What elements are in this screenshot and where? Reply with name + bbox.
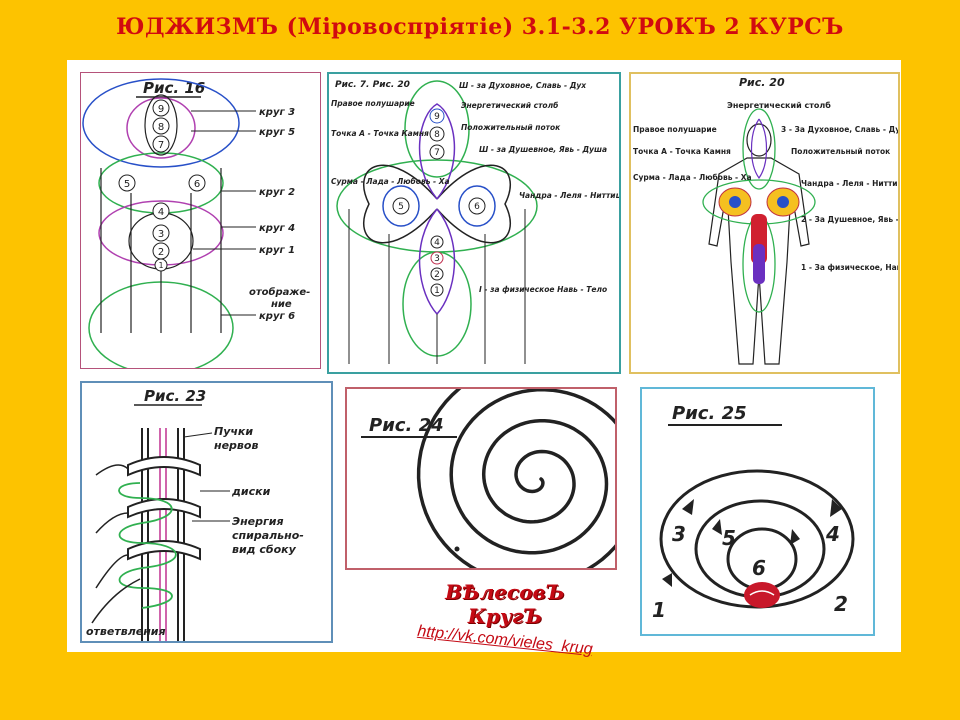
fig20-label: Сурма - Лада - Любовь - Ха (633, 173, 752, 182)
figure-16-drawing: Рис. 16 9 8 7 5 6 4 3 2 1 (82, 78, 310, 368)
fig16-label: круг 4 (259, 223, 295, 234)
fig25-number: 3 (672, 522, 686, 546)
fig20-label: 2 - За Душевное, Явь - Душа (801, 215, 898, 224)
slide-title: ЮДЖИЗМЪ (Мiровоспрiятiе) 3.1-3.2 УРОКЪ 2… (116, 14, 844, 40)
figure-16-caption: Рис. 16 (143, 79, 205, 97)
fig16-label: круг 1 (259, 245, 295, 256)
fig21-number: 7 (434, 148, 440, 158)
figure-21-panel: Рис. 7. Рис. 20 9 8 7 5 6 4 3 2 (327, 72, 621, 374)
fig21-number: 8 (434, 130, 440, 140)
fig16-number: 8 (158, 122, 164, 133)
fig16-number: 4 (158, 207, 164, 218)
fig23-label: ответвления (86, 625, 166, 638)
fig21-number: 4 (434, 238, 440, 248)
fig16-label: ние (271, 299, 292, 310)
fig21-number: 9 (434, 112, 440, 122)
fig25-number: 2 (834, 592, 848, 616)
fig21-label: Точка А - Точка Камня (331, 129, 429, 138)
fig25-number: 1 (652, 598, 666, 622)
figure-20-panel: Рис. 20 Энергетический столб Правое полу… (629, 72, 900, 374)
figure-23-caption: Рис. 23 (144, 387, 206, 405)
fig21-number: 6 (474, 202, 480, 212)
fig25-number: 4 (825, 522, 840, 546)
fig16-label: круг 6 (259, 311, 295, 322)
fig16-label: круг 2 (259, 187, 295, 198)
fig23-label: Пучки (214, 425, 253, 438)
fig16-number: 7 (158, 140, 164, 151)
fig16-label: круг 3 (259, 107, 295, 118)
figure-23-drawing: Рис. 23 Пучки (86, 387, 304, 641)
fig21-label: I - за физическое Навь - Тело (479, 285, 607, 294)
fig16-number: 2 (158, 247, 164, 258)
fig16-label: круг 5 (259, 127, 295, 138)
figure-24-panel: Рис. 24 (345, 387, 617, 570)
fig23-label: Энергия (232, 515, 284, 528)
fig20-label: 3 - За Духовное, Славь - Дух (781, 125, 898, 134)
fig20-label: Чандра - Леля - Ниттиция - ТхА (801, 179, 898, 188)
fig23-label: нервов (214, 439, 258, 452)
watermark: ВѢлесовЪ КругЪ http://vk.com/vieles_krug (405, 580, 605, 658)
fig20-label: Положительный поток (791, 147, 890, 156)
fig16-number: 6 (194, 179, 200, 190)
fig25-number: 6 (752, 556, 766, 580)
fig16-number: 3 (158, 229, 164, 240)
fig23-label: диски (231, 485, 271, 498)
fig16-number: 9 (158, 104, 164, 115)
fig23-label: вид сбоку (232, 543, 297, 556)
fig16-label: отображе- (249, 286, 310, 298)
fig21-label: Энергетический столб (461, 101, 558, 110)
fig20-label: 1 - За физическое, Навь - Тело (801, 263, 898, 272)
fig21-number: 1 (434, 286, 440, 296)
fig16-number: 5 (124, 179, 130, 190)
fig21-label: Положительный поток (461, 123, 561, 132)
fig21-label: Правое полушарие (331, 99, 415, 108)
figure-25-caption: Рис. 25 (672, 403, 747, 424)
fig20-label: Точка А - Точка Камня (633, 147, 731, 156)
figure-20-subtitle: Энергетический столб (727, 100, 831, 110)
figure-24-drawing: Рис. 24 (361, 389, 615, 568)
figure-25-panel: Рис. 25 1 2 3 4 5 6 (640, 387, 875, 636)
figure-23-panel: Рис. 23 Пучки (80, 381, 333, 643)
fig23-label: спирально- (232, 529, 304, 542)
figure-24-caption: Рис. 24 (369, 415, 444, 436)
fig20-label: Правое полушарие (633, 125, 717, 134)
fig21-number: 3 (434, 254, 440, 264)
fig16-number: 1 (158, 261, 163, 270)
fig21-label: Сурма - Лада - Любовь - Ха (331, 177, 450, 186)
figure-25-drawing: Рис. 25 1 2 3 4 5 6 (652, 403, 855, 622)
figure-21-caption: Рис. 7. Рис. 20 (335, 80, 410, 90)
fig21-label: Ш - за Духовное, Славь - Дух (459, 81, 587, 90)
figure-20-drawing: Рис. 20 Энергетический столб Правое полу… (633, 76, 898, 365)
fig21-label: Чандра - Леля - Ниттиция - ТХА (519, 191, 619, 200)
figure-20-caption: Рис. 20 (739, 76, 785, 89)
fig21-number: 5 (398, 202, 404, 212)
fig25-number: 5 (722, 526, 736, 550)
figure-21-drawing: Рис. 7. Рис. 20 9 8 7 5 6 4 3 2 (331, 80, 619, 364)
watermark-name: ВѢлесовЪ КругЪ (445, 580, 565, 628)
fig21-label: Ш - за Душевное, Явь - Душа (479, 145, 607, 154)
fig21-number: 2 (434, 270, 440, 280)
figure-16-panel: Рис. 16 9 8 7 5 6 4 3 2 1 (80, 72, 321, 369)
